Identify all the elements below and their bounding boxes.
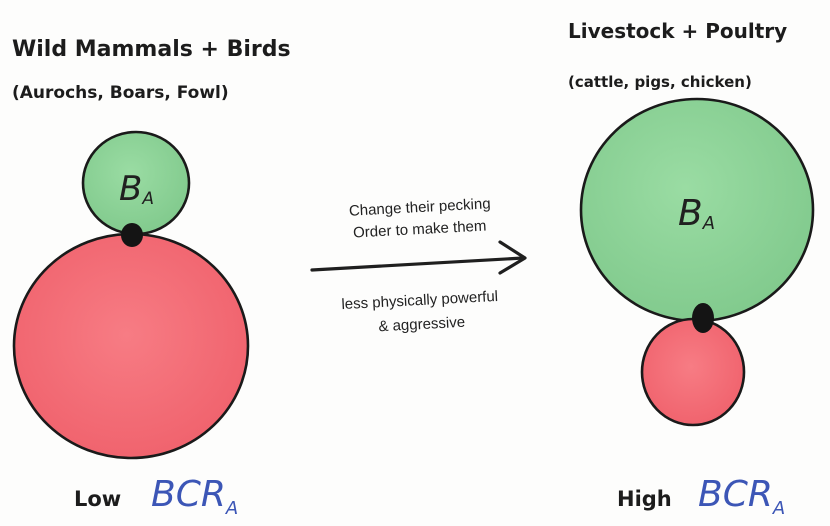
left-title-line1: Wild Mammals + Birds — [12, 37, 291, 62]
right-bottom-measure: BCRA — [698, 474, 785, 519]
right-green-circle-label: BA — [678, 193, 715, 234]
arrow-caption-top-line2: Order to make them — [353, 218, 487, 242]
left-bottom-measure: BCRA — [151, 474, 238, 519]
left-title-line2: (Aurochs, Boars, Fowl) — [12, 83, 229, 103]
transition-arrow-shaft — [310, 256, 525, 272]
right-bottom-prefix: High — [617, 487, 672, 511]
transition-arrow-head — [498, 240, 527, 275]
right-title-line1: Livestock + Poultry — [568, 19, 787, 43]
arrow-caption-bottom-line1: less physically powerful — [341, 288, 498, 313]
left-green-circle-label: BA — [119, 169, 154, 209]
left-connection-dot — [121, 223, 143, 247]
left-bottom-prefix: Low — [74, 487, 121, 511]
arrow-caption-top-line1: Change their pecking — [349, 195, 491, 219]
arrow-caption-bottom-line2: & aggressive — [378, 314, 465, 336]
left-red-circle — [12, 232, 250, 460]
right-title-line2: (cattle, pigs, chicken) — [568, 73, 752, 91]
right-red-circle — [640, 317, 746, 427]
right-connection-dot — [692, 303, 714, 333]
